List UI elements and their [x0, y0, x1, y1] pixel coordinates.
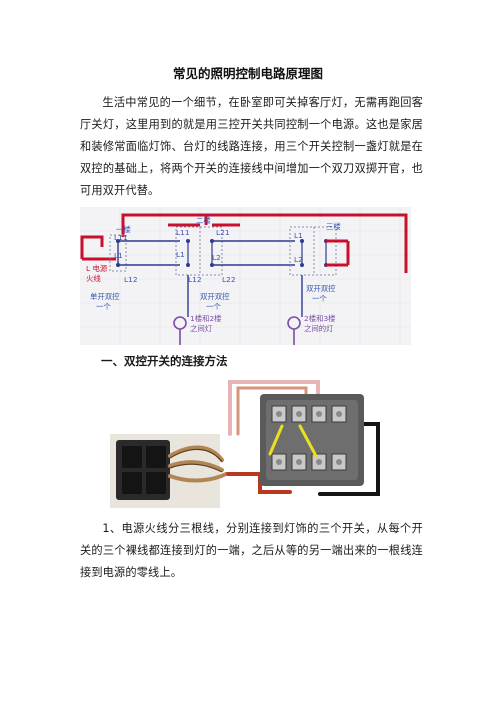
label-lamp2-line2: 之间的灯	[304, 324, 334, 333]
label-power-line1: L 电源	[86, 264, 108, 273]
switch-floor3	[289, 226, 350, 317]
label-lamp1-line2: 之间灯	[190, 324, 213, 333]
label-l2-mid: L2	[212, 253, 221, 262]
label-l11-left: L11	[114, 233, 128, 242]
page-title: 常见的照明控制电路原理图	[172, 66, 323, 81]
label-l11-mid: L11	[176, 228, 190, 237]
label-l1-right: L1	[294, 231, 303, 240]
label-l22: L22	[222, 275, 236, 284]
left-switch-box	[116, 440, 170, 500]
bundle-wires	[168, 445, 228, 483]
diagram-background	[80, 207, 411, 345]
label-l12-mid: L12	[188, 275, 202, 284]
label-single-ctrl-1: 单开双控	[90, 292, 120, 301]
label-double-ctrl-b1: 双开双控	[306, 284, 336, 293]
switch-wiring-photo-svg	[110, 374, 390, 508]
label-lamp2-line1: 2楼和3楼	[304, 314, 336, 323]
label-l1-mid: L1	[176, 250, 185, 259]
label-double-ctrl-a1: 双开双控	[200, 292, 230, 301]
right-switch-panel	[260, 394, 364, 486]
label-double-ctrl-a2: 一个	[206, 302, 221, 311]
label-lamp1-line1: 1楼和2楼	[190, 314, 222, 323]
label-floor2: 二楼	[196, 216, 211, 225]
intro-paragraph: 生活中常见的一个细节，在卧室即可关掉客厅灯，无需再跑回客厅关灯，这里用到的就是用…	[80, 96, 423, 197]
step1-paragraph: 1、电源火线分三根线，分别连接到灯饰的三个开关，从每个开关的三个裸线都连接到灯的…	[80, 522, 423, 579]
switch-floor1	[109, 234, 180, 272]
label-single-ctrl-2: 一个	[96, 302, 111, 311]
label-power-line2: 火线	[86, 274, 101, 283]
label-floor3: 三楼	[326, 222, 341, 231]
label-floor1: 一楼	[116, 225, 131, 234]
bundle-wire-shadows	[169, 448, 223, 473]
label-l1-left: L1	[114, 251, 123, 260]
circuit-diagram: 一楼 二楼 三楼 L11 L1 L12 L11 L21 L1 L2 L12 L2…	[80, 207, 411, 345]
switch-floor2	[175, 226, 295, 317]
label-l2-right: L2	[294, 255, 303, 264]
lamp-2	[287, 316, 301, 345]
lamp-1	[173, 316, 187, 345]
power-feed-wire	[80, 235, 104, 259]
label-l12-left: L12	[124, 275, 138, 284]
diagram-grid	[80, 207, 411, 345]
label-l21: L21	[216, 228, 230, 237]
section-heading: 一、双控开关的连接方法	[101, 354, 228, 368]
circuit-diagram-svg: 一楼 二楼 三楼 L11 L1 L12 L11 L21 L1 L2 L12 L2…	[80, 207, 411, 345]
yellow-jumpers	[268, 424, 318, 458]
switch-wiring-photo	[110, 374, 390, 508]
label-double-ctrl-b2: 一个	[312, 294, 327, 303]
